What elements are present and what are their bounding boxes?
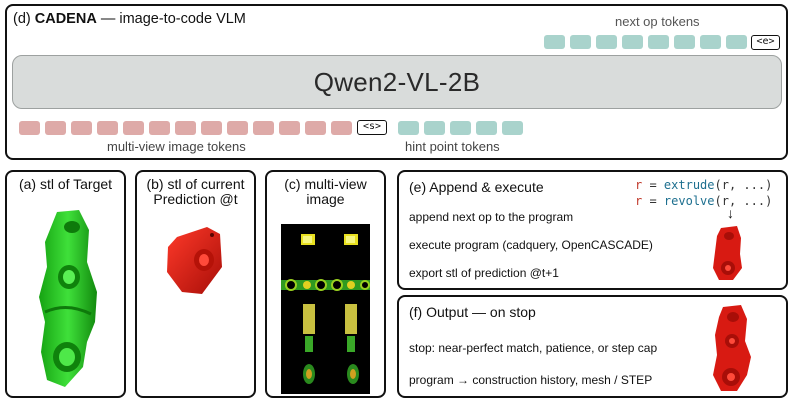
prediction-part-render [167, 227, 222, 294]
panel-d-title: (d) CADENA — image-to-code VLM [13, 11, 246, 27]
panel-vlm: (d) CADENA — image-to-code VLM next op t… [5, 4, 788, 160]
panel-c-title-line1: (c) multi-view [284, 176, 367, 192]
step-append: append next op to the program [409, 210, 574, 224]
step-export: export stl of prediction @t+1 [409, 266, 559, 280]
end-token: <e> [751, 35, 780, 50]
panel-c-title-line2: image [306, 191, 345, 207]
panel-b-title-line1: (b) stl of current [146, 176, 245, 192]
panel-d-tag: (d) [13, 11, 31, 27]
image-token [279, 121, 300, 135]
panel-f-title: (f) Output — on stop [409, 304, 536, 320]
image-token [71, 121, 92, 135]
panel-a-title: (a) stl of Target [18, 176, 113, 192]
target-part-render [39, 210, 97, 387]
step-execute: execute program (cadquery, OpenCASCADE) [409, 238, 653, 252]
multiview-render [281, 224, 370, 394]
image-token [201, 121, 222, 135]
hint-token [450, 121, 471, 135]
model-name: CADENA [34, 11, 97, 27]
code-fn: revolve [663, 194, 715, 208]
backbone-model: Qwen2-VL-2B [12, 55, 782, 109]
next-op-token [544, 35, 565, 49]
code-var: r [635, 178, 643, 192]
panel-prediction-stl: (b) stl of current Prediction @t [135, 170, 256, 398]
hint-token [398, 121, 419, 135]
next-prediction-render [713, 226, 742, 280]
hint-token [476, 121, 497, 135]
image-tokens-label: multi-view image tokens [107, 139, 246, 154]
image-token [253, 121, 274, 135]
next-op-label: next op tokens [615, 14, 700, 29]
image-token [149, 121, 170, 135]
hint-token [502, 121, 523, 135]
panel-b-title-line2: Prediction @t [153, 191, 238, 207]
panel-append-execute: (e) Append & execute r = extrude(r, ...)… [397, 170, 788, 290]
stop-criteria: stop: near-perfect match, patience, or s… [409, 341, 658, 355]
hint-tokens-label: hint point tokens [405, 139, 500, 154]
model-subtitle: image-to-code VLM [119, 11, 246, 27]
next-op-token [700, 35, 721, 49]
image-token [305, 121, 326, 135]
output-description: program → construction history, mesh / S… [409, 373, 653, 387]
next-op-token [726, 35, 747, 49]
code-op: = [642, 178, 664, 192]
panel-output: (f) Output — on stop stop: near-perfect … [397, 295, 788, 398]
next-op-token [570, 35, 591, 49]
panel-e-title: (e) Append & execute [409, 179, 544, 195]
title-separator: — [100, 11, 116, 27]
next-op-token [622, 35, 643, 49]
next-op-token [674, 35, 695, 49]
code-line-extrude: r = extrude(r, ...) [635, 178, 772, 192]
image-token [331, 121, 352, 135]
code-line-revolve: r = revolve(r, ...) [635, 194, 772, 208]
panel-c-title: (c) multi-view image [267, 177, 384, 207]
code-args: (r, ...) [714, 194, 773, 208]
image-token [19, 121, 40, 135]
code-op: = [642, 194, 664, 208]
next-op-token [648, 35, 669, 49]
panel-target-stl: (a) stl of Target [5, 170, 126, 398]
code-args: (r, ...) [714, 178, 773, 192]
image-token [123, 121, 144, 135]
panel-multiview-image: (c) multi-view image [265, 170, 386, 398]
hint-token [424, 121, 445, 135]
panel-b-title: (b) stl of current Prediction @t [137, 177, 254, 207]
code-var: r [635, 194, 643, 208]
code-fn: extrude [663, 178, 715, 192]
final-output-render [713, 305, 751, 391]
down-arrow-icon: ↓ [727, 205, 734, 221]
start-token: <s> [357, 120, 387, 135]
image-token [175, 121, 196, 135]
image-token [227, 121, 248, 135]
image-token [97, 121, 118, 135]
image-token [45, 121, 66, 135]
next-op-token [596, 35, 617, 49]
